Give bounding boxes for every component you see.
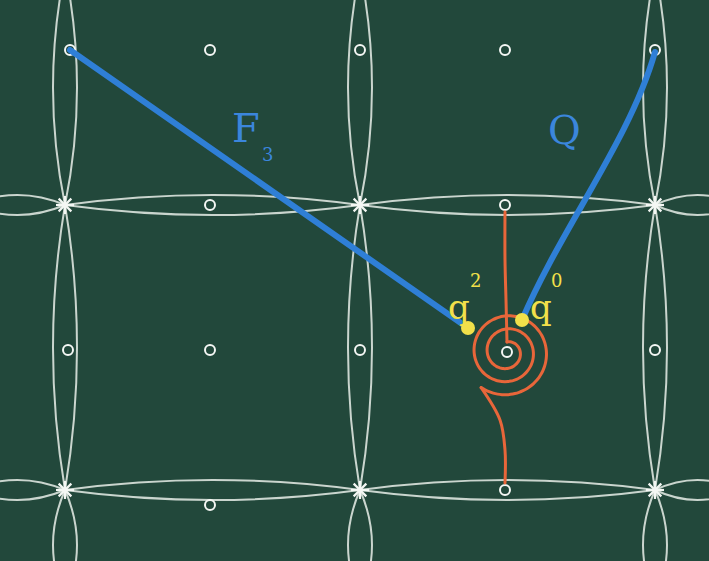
chalk-curve	[655, 205, 667, 490]
chalk-curve	[0, 490, 65, 500]
star-stroke	[649, 199, 662, 212]
star-stroke	[59, 484, 72, 497]
point-label: q	[448, 290, 470, 324]
circle-vertex	[500, 485, 510, 495]
chalk-curve	[65, 480, 360, 490]
star-vertices	[56, 196, 664, 499]
circle-vertex	[205, 500, 215, 510]
circle-vertex	[650, 345, 660, 355]
chalk-curve	[655, 195, 709, 205]
chalk-curve	[655, 490, 709, 500]
orange-line	[481, 388, 505, 483]
chalk-curve	[360, 490, 372, 561]
chalk-curve	[53, 490, 65, 561]
blue-path	[522, 52, 655, 320]
circle-vertex	[205, 45, 215, 55]
subscript: 3	[262, 146, 273, 164]
chalk-curve	[655, 490, 667, 561]
chalk-curve	[65, 490, 360, 500]
chalk-curve	[348, 490, 360, 561]
circle-vertex	[205, 345, 215, 355]
blue-path	[70, 50, 468, 328]
chalk-curve	[655, 0, 667, 205]
exponent: 2	[470, 272, 481, 290]
chalk-curve	[348, 0, 360, 205]
chalk-curve	[643, 0, 655, 205]
chalk-curve	[655, 205, 709, 215]
chalk-curve	[0, 195, 65, 205]
chalk-curve	[53, 0, 65, 205]
chalk-curve	[65, 490, 77, 561]
star-stroke	[59, 199, 72, 212]
circle-vertex	[500, 45, 510, 55]
circle-vertex	[355, 345, 365, 355]
chalk-curve	[360, 0, 372, 205]
circle-vertex	[355, 45, 365, 55]
star-stroke	[354, 199, 367, 212]
circle-vertex	[63, 345, 73, 355]
chalk-curve	[65, 205, 77, 490]
field-label: F	[232, 108, 260, 148]
chalk-curve	[643, 205, 655, 490]
field-label: Q	[548, 110, 581, 150]
orange-line	[505, 212, 507, 342]
circle-vertices	[63, 45, 660, 510]
chalk-curve	[65, 0, 77, 205]
circle-vertex	[502, 347, 512, 357]
spiral-curve	[474, 316, 546, 395]
star-stroke	[354, 484, 367, 497]
chalk-curve	[0, 480, 65, 490]
chalk-curve	[655, 480, 709, 490]
circle-vertex	[500, 200, 510, 210]
circle-vertex	[205, 200, 215, 210]
yellow-point	[515, 313, 529, 327]
chalk-curve	[643, 490, 655, 561]
point-label: q	[530, 290, 552, 324]
star-stroke	[649, 484, 662, 497]
chalk-curve	[360, 205, 372, 490]
exponent: 0	[551, 272, 562, 290]
chalk-curve	[0, 205, 65, 215]
orange-spiral	[474, 212, 546, 483]
